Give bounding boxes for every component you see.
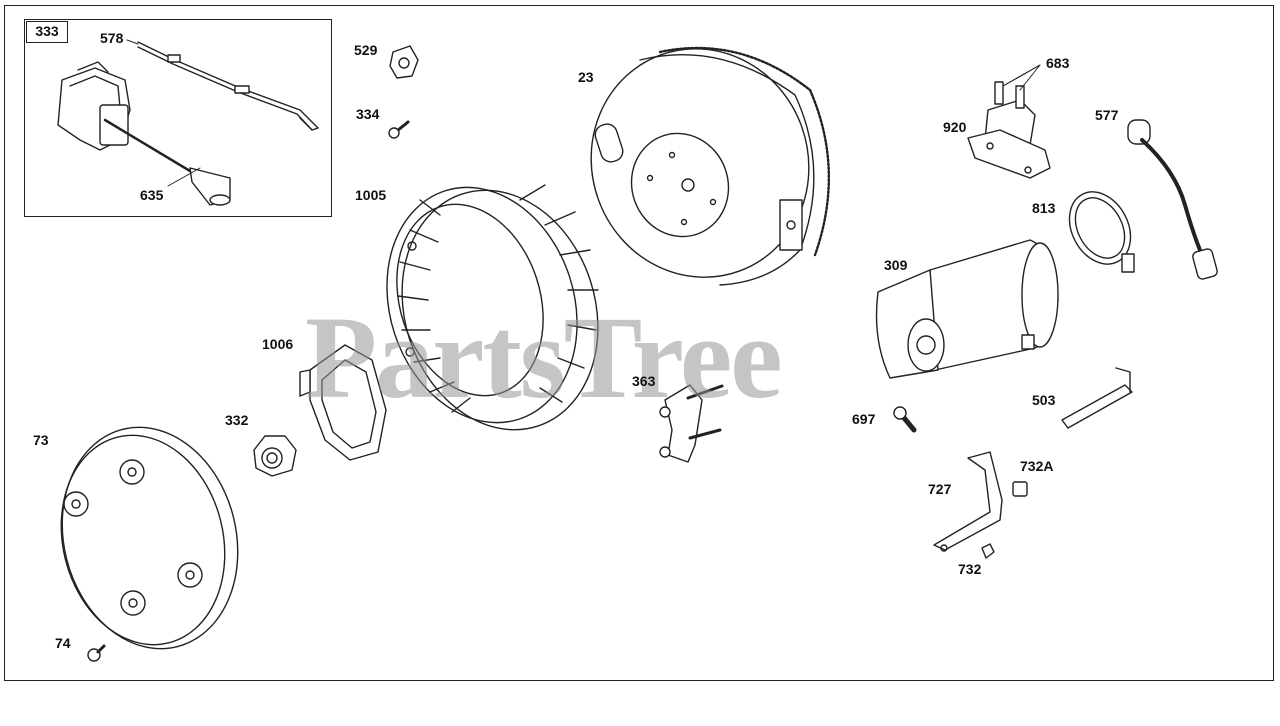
callout-813: 813 — [1032, 200, 1056, 216]
partstree-watermark: PartsTree — [305, 292, 783, 423]
callout-74: 74 — [55, 635, 71, 651]
callout-697: 697 — [852, 411, 876, 427]
leader-lines — [126, 39, 1041, 187]
callout-503: 503 — [1032, 392, 1056, 408]
callout-920: 920 — [943, 119, 967, 135]
callout-363: 363 — [632, 373, 656, 389]
part-1006-magnet-bracket — [299, 344, 387, 461]
callout-635: 635 — [140, 187, 164, 203]
callout-1006: 1006 — [262, 336, 294, 352]
part-635-ignition-armature — [57, 61, 231, 206]
part-503-strap — [1061, 367, 1133, 429]
callout-529: 529 — [354, 42, 378, 58]
inset-callout-333: 333 — [26, 21, 68, 43]
callout-1005: 1005 — [355, 187, 387, 203]
part-727-bracket — [933, 451, 1003, 552]
part-732-nut — [981, 543, 995, 559]
callout-332: 332 — [225, 412, 249, 428]
callout-577: 577 — [1095, 107, 1119, 123]
callout-23: 23 — [578, 69, 594, 85]
part-332-flywheel-nut — [253, 435, 297, 477]
part-309-starter-motor — [875, 239, 1059, 379]
part-73-fan-cover — [60, 426, 239, 650]
callout-727: 727 — [928, 481, 952, 497]
part-363-rectifier-bracket — [659, 384, 724, 463]
part-1005-flywheel-fan — [386, 184, 599, 431]
part-697-screw — [893, 406, 917, 433]
callout-309: 309 — [884, 257, 908, 273]
ignition-inset-box — [24, 19, 332, 217]
part-578-wire-harness — [137, 41, 319, 131]
part-334-screw — [388, 120, 410, 139]
part-920-solenoid — [967, 64, 1051, 179]
callout-578: 578 — [100, 30, 124, 46]
part-74-screw — [87, 644, 106, 662]
callout-683: 683 — [1046, 55, 1070, 71]
part-577-starter-cable — [1127, 119, 1218, 280]
callout-73: 73 — [33, 432, 49, 448]
part-23-flywheel — [590, 46, 830, 286]
callout-334: 334 — [356, 106, 380, 122]
part-529-grommet — [389, 45, 419, 79]
callout-732A: 732A — [1020, 458, 1054, 474]
part-813-hose-clamp — [1068, 191, 1135, 273]
callout-732: 732 — [958, 561, 982, 577]
part-732A-screw — [1012, 481, 1028, 497]
